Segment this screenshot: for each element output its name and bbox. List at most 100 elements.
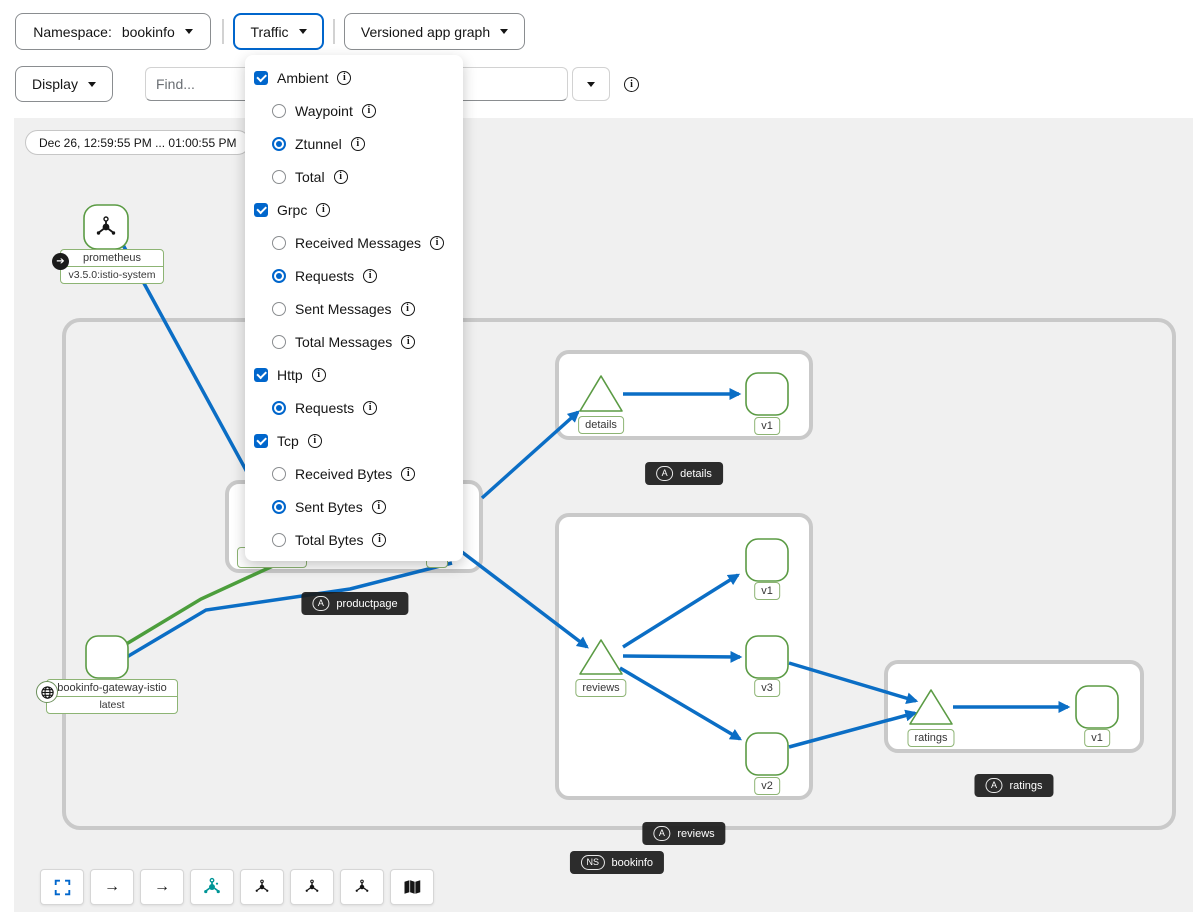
- radio-unselected-icon[interactable]: [272, 334, 286, 349]
- radio-unselected-icon[interactable]: [272, 301, 286, 316]
- info-icon[interactable]: [307, 433, 322, 448]
- traffic-button-label: Traffic: [250, 23, 289, 40]
- checkbox-checked-icon[interactable]: [254, 202, 268, 217]
- info-icon[interactable]: [363, 268, 378, 283]
- graph-canvas[interactable]: Dec 26, 12:59:55 PM ... 01:00:55 PM: [14, 118, 1193, 912]
- namespace-dropdown-button[interactable]: Namespace: bookinfo: [15, 13, 211, 50]
- badge-prefix: A: [656, 466, 674, 481]
- find-help-info-icon[interactable]: [624, 77, 639, 92]
- gateway-label: bookinfo-gateway-istio: [57, 682, 167, 694]
- namespace-group-box-bookinfo[interactable]: [62, 318, 1176, 830]
- arrow-right-icon: →: [104, 878, 120, 895]
- menu-item-http[interactable]: Http: [245, 358, 463, 391]
- menu-item-grpc-received-messages[interactable]: Received Messages: [245, 226, 463, 259]
- info-icon[interactable]: [401, 466, 416, 481]
- info-icon[interactable]: [372, 532, 387, 547]
- menu-item-tcp-total-bytes[interactable]: Total Bytes: [245, 523, 463, 556]
- menu-item-label: Sent Messages: [295, 300, 392, 317]
- edge-mode-button-2[interactable]: →: [140, 869, 184, 905]
- ratings-v1-label[interactable]: v1: [1084, 729, 1110, 747]
- traffic-source-arrow-icon: ➔: [52, 253, 69, 270]
- details-label[interactable]: details: [578, 416, 624, 434]
- topology-icon: [255, 879, 269, 892]
- menu-item-label: Total Bytes: [295, 531, 364, 548]
- layout-button-3[interactable]: [290, 869, 334, 905]
- radio-unselected-icon[interactable]: [272, 532, 286, 547]
- layout-button-active[interactable]: [190, 869, 234, 905]
- radio-unselected-icon[interactable]: [272, 103, 286, 118]
- menu-item-label: Ambient: [277, 69, 329, 86]
- app-badge-ratings: A ratings: [974, 774, 1054, 797]
- reviews-v2-label[interactable]: v2: [754, 777, 780, 795]
- time-range-pill[interactable]: Dec 26, 12:59:55 PM ... 01:00:55 PM: [25, 130, 251, 155]
- info-icon[interactable]: [430, 235, 445, 250]
- menu-item-waypoint[interactable]: Waypoint: [245, 94, 463, 127]
- reviews-label[interactable]: reviews: [575, 679, 627, 697]
- radio-unselected-icon[interactable]: [272, 169, 286, 184]
- reviews-v1-label[interactable]: v1: [754, 582, 780, 600]
- legend-button[interactable]: [390, 869, 434, 905]
- menu-item-tcp[interactable]: Tcp: [245, 424, 463, 457]
- radio-selected-icon[interactable]: [272, 499, 286, 514]
- traffic-dropdown-menu: Ambient Waypoint Ztunnel Total Grpc Rece…: [245, 55, 463, 561]
- layout-button-2[interactable]: [240, 869, 284, 905]
- menu-item-tcp-received-bytes[interactable]: Received Bytes: [245, 457, 463, 490]
- gateway-label-box[interactable]: bookinfo-gateway-istio latest: [36, 679, 178, 714]
- graph-type-dropdown-button[interactable]: Versioned app graph: [344, 13, 525, 50]
- info-icon[interactable]: [337, 70, 352, 85]
- info-icon[interactable]: [311, 367, 326, 382]
- find-options-caret-button[interactable]: [572, 67, 610, 101]
- checkbox-checked-icon[interactable]: [254, 70, 268, 85]
- display-button-label: Display: [32, 76, 78, 92]
- menu-item-label: Requests: [295, 267, 355, 284]
- info-icon[interactable]: [333, 169, 348, 184]
- info-icon[interactable]: [350, 136, 365, 151]
- menu-item-grpc[interactable]: Grpc: [245, 193, 463, 226]
- topology-icon: [355, 879, 369, 892]
- menu-item-ambient[interactable]: Ambient: [245, 61, 463, 94]
- badge-prefix: NS: [580, 855, 605, 870]
- checkbox-checked-icon[interactable]: [254, 367, 268, 382]
- display-dropdown-button[interactable]: Display: [15, 66, 113, 102]
- namespace-label: Namespace:: [33, 23, 112, 40]
- menu-item-grpc-sent-messages[interactable]: Sent Messages: [245, 292, 463, 325]
- menu-item-label: Requests: [295, 399, 355, 416]
- radio-selected-icon[interactable]: [272, 268, 286, 283]
- map-legend-icon: [404, 880, 421, 894]
- info-icon[interactable]: [371, 499, 386, 514]
- traffic-dropdown-button[interactable]: Traffic: [233, 13, 324, 50]
- radio-unselected-icon[interactable]: [272, 235, 286, 250]
- edge-mode-button-1[interactable]: →: [90, 869, 134, 905]
- prometheus-label: prometheus: [82, 252, 142, 264]
- info-icon[interactable]: [316, 202, 331, 217]
- ratings-label[interactable]: ratings: [907, 729, 955, 747]
- menu-item-grpc-requests[interactable]: Requests: [245, 259, 463, 292]
- menu-item-ztunnel[interactable]: Ztunnel: [245, 127, 463, 160]
- menu-item-tcp-sent-bytes[interactable]: Sent Bytes: [245, 490, 463, 523]
- badge-label: reviews: [677, 827, 715, 840]
- menu-item-ambient-total[interactable]: Total: [245, 160, 463, 193]
- radio-selected-icon[interactable]: [272, 136, 286, 151]
- info-icon[interactable]: [361, 103, 376, 118]
- prometheus-version-label: v3.5.0:istio-system: [61, 266, 163, 283]
- chevron-down-icon: [298, 29, 307, 34]
- fullscreen-button[interactable]: [40, 869, 84, 905]
- menu-item-label: Sent Bytes: [295, 498, 363, 515]
- checkbox-checked-icon[interactable]: [254, 433, 268, 448]
- badge-label: ratings: [1009, 779, 1043, 792]
- app-badge-reviews: A reviews: [642, 822, 726, 845]
- info-icon[interactable]: [401, 334, 416, 349]
- menu-item-http-requests[interactable]: Requests: [245, 391, 463, 424]
- details-v1-label[interactable]: v1: [754, 417, 780, 435]
- reviews-v3-label[interactable]: v3: [754, 679, 780, 697]
- radio-unselected-icon[interactable]: [272, 466, 286, 481]
- info-icon[interactable]: [400, 301, 415, 316]
- info-icon[interactable]: [363, 400, 378, 415]
- menu-item-grpc-total-messages[interactable]: Total Messages: [245, 325, 463, 358]
- layout-button-4[interactable]: [340, 869, 384, 905]
- radio-selected-icon[interactable]: [272, 400, 286, 415]
- gateway-version-label: latest: [47, 696, 177, 713]
- chevron-down-icon: [87, 81, 96, 87]
- app-group-box-reviews[interactable]: [555, 513, 813, 800]
- prometheus-label-box[interactable]: ➔ prometheus v3.5.0:istio-system: [52, 249, 164, 284]
